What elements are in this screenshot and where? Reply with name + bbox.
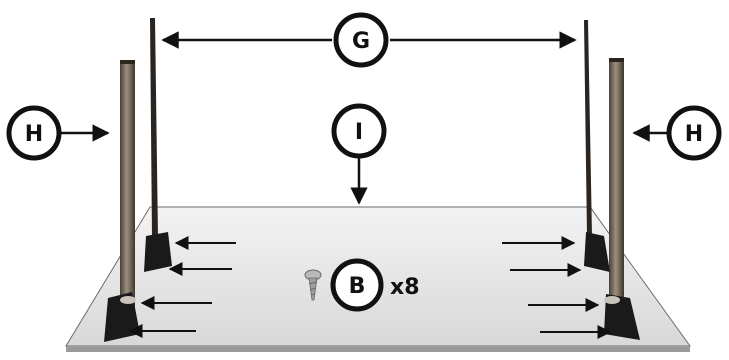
screw-quantity: x8 (390, 275, 420, 300)
bracket-rear-right (584, 232, 610, 272)
screw-icon (304, 269, 322, 301)
callout-h-right: H (632, 105, 722, 161)
hole-arrows-left (128, 236, 236, 338)
hole-arrows-right (502, 236, 612, 339)
callout-i: I (331, 103, 387, 205)
leg-right (609, 58, 624, 308)
bracket-front-right (604, 294, 640, 340)
rear-rail-left-edge (150, 18, 158, 238)
callout-h-left: H (6, 105, 110, 161)
svg-text:G: G (352, 29, 370, 54)
svg-text:I: I (355, 120, 363, 145)
svg-text:H: H (685, 122, 703, 147)
svg-text:B: B (349, 274, 366, 299)
bracket-front-left (104, 292, 140, 342)
callout-b: B (330, 258, 384, 312)
leg-left (120, 60, 135, 308)
callout-g: G (333, 12, 389, 68)
bracket-rear-left (144, 232, 172, 272)
rear-rail-right-edge (584, 20, 592, 236)
svg-text:H: H (25, 122, 43, 147)
